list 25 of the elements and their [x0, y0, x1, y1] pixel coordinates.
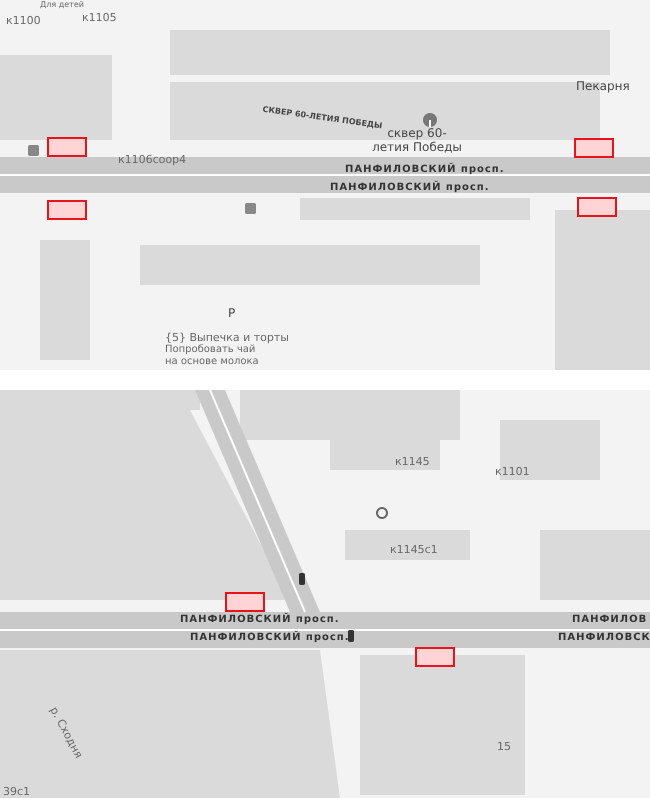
highlight-box — [415, 647, 455, 667]
map-label: к1145с1 — [390, 544, 438, 556]
street-name: ПАНФИЛОВ — [572, 614, 648, 626]
park-name: Попробовать чай на основе молока — [165, 344, 260, 368]
map-label: к1105 — [82, 12, 117, 24]
street-name: ПАНФИЛОВСКИЙ просп. — [190, 632, 350, 644]
map-label: к1100 — [6, 15, 41, 27]
map-label: Для детей — [40, 0, 84, 9]
map-label: 39с1 — [3, 786, 30, 798]
map-label: Пекарня — [576, 80, 630, 92]
highlight-box — [574, 138, 614, 158]
park-name: СКВЕР 60-ЛЕТИЯ ПОБЕДЫ — [262, 104, 384, 132]
map-label: к1106соор4 — [118, 154, 186, 166]
highlight-box — [47, 137, 87, 157]
highlight-box — [225, 592, 265, 612]
street-name: ПАНФИЛОВСКИЙ просп. — [345, 164, 504, 176]
map-label: к1145 — [395, 456, 430, 468]
map-label: 15 — [497, 741, 511, 753]
map-label: P — [228, 307, 236, 319]
street-name: ПАНФИЛОВСКИЙ просп. — [330, 182, 490, 194]
street-name: ПАНФИЛОВСКИЙ просп. — [180, 614, 340, 626]
map-label: {5} Выпечка и торты — [165, 332, 289, 344]
highlight-box — [577, 197, 617, 217]
map-label: к1101 — [495, 466, 530, 478]
highlight-box — [47, 200, 87, 220]
